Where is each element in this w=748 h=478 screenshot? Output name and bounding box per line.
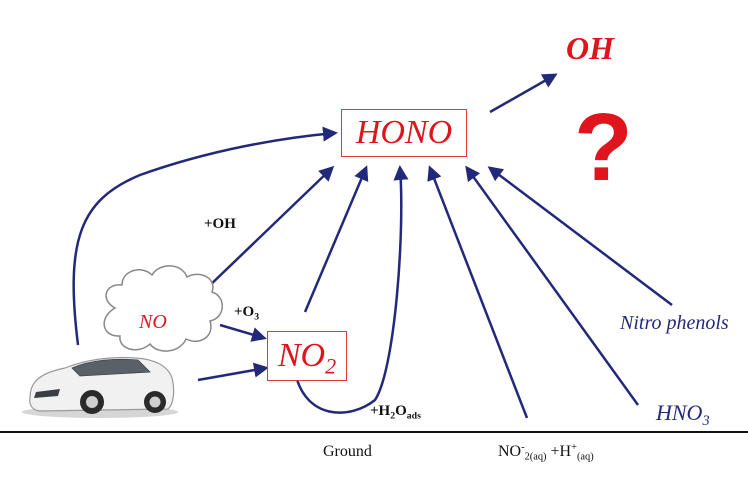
no2-node: NO2 [267, 331, 347, 381]
plus-o3-label: +O3 [234, 304, 259, 321]
no-label: NO [139, 311, 167, 334]
arrow-no-to-no2 [220, 325, 264, 338]
oh-label: OH [566, 30, 614, 67]
nitro-phenols-label: Nitro phenols [620, 312, 729, 335]
no2-label: NO2 [278, 337, 336, 375]
no2-aq-label: NO-2(aq) +H+(aq) [498, 443, 594, 461]
hono-label: HONO [356, 114, 452, 152]
arrow-hno3-to-hono [467, 168, 638, 405]
arrow-car-to-no2 [198, 368, 266, 380]
plus-oh-label: +OH [204, 216, 236, 233]
no-cloud [104, 266, 222, 351]
hono-node: HONO [341, 109, 467, 157]
question-mark: ? [574, 100, 633, 196]
car-illustration [22, 357, 178, 418]
plus-h2o-ads-label: +H2Oads [370, 403, 421, 420]
arrow-hono-to-oh [490, 75, 555, 112]
hno3-label: HNO3 [656, 400, 710, 426]
ground-label: Ground [323, 443, 372, 461]
arrow-no2-to-hono [305, 168, 366, 312]
arrow-ground-to-hono [430, 168, 527, 418]
